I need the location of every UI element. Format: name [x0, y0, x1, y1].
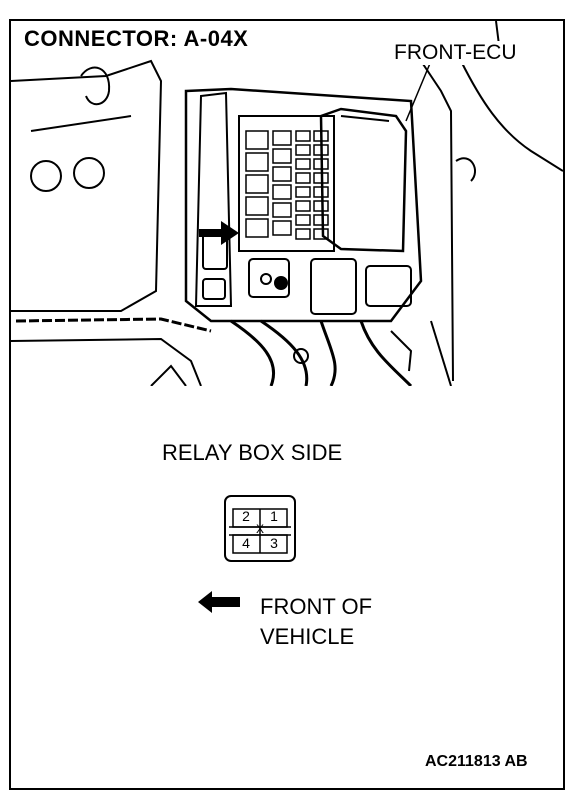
connector-title: CONNECTOR: A-04X	[20, 26, 253, 52]
key-mark: X	[255, 522, 264, 536]
front-ecu-callout: FRONT-ECU	[392, 41, 519, 65]
pin-3: 3	[270, 535, 278, 551]
front-of-vehicle-label: FRONT OF VEHICLE	[260, 592, 372, 652]
pin-4: 4	[242, 535, 250, 551]
pin-1: 1	[270, 508, 278, 524]
diagram-frame	[9, 19, 565, 790]
connector-face: 2 1 X 4 3	[224, 495, 296, 562]
vehicle-line: VEHICLE	[260, 624, 355, 649]
pin-2: 2	[242, 508, 250, 524]
front-arrow-icon	[198, 591, 240, 613]
engine-bay-illustration	[11, 21, 563, 386]
connector-outline	[229, 508, 291, 554]
figure-code: AC211813 AB	[425, 753, 528, 770]
front-of-line: FRONT OF	[260, 594, 373, 619]
relay-box-side-label: RELAY BOX SIDE	[162, 440, 343, 465]
